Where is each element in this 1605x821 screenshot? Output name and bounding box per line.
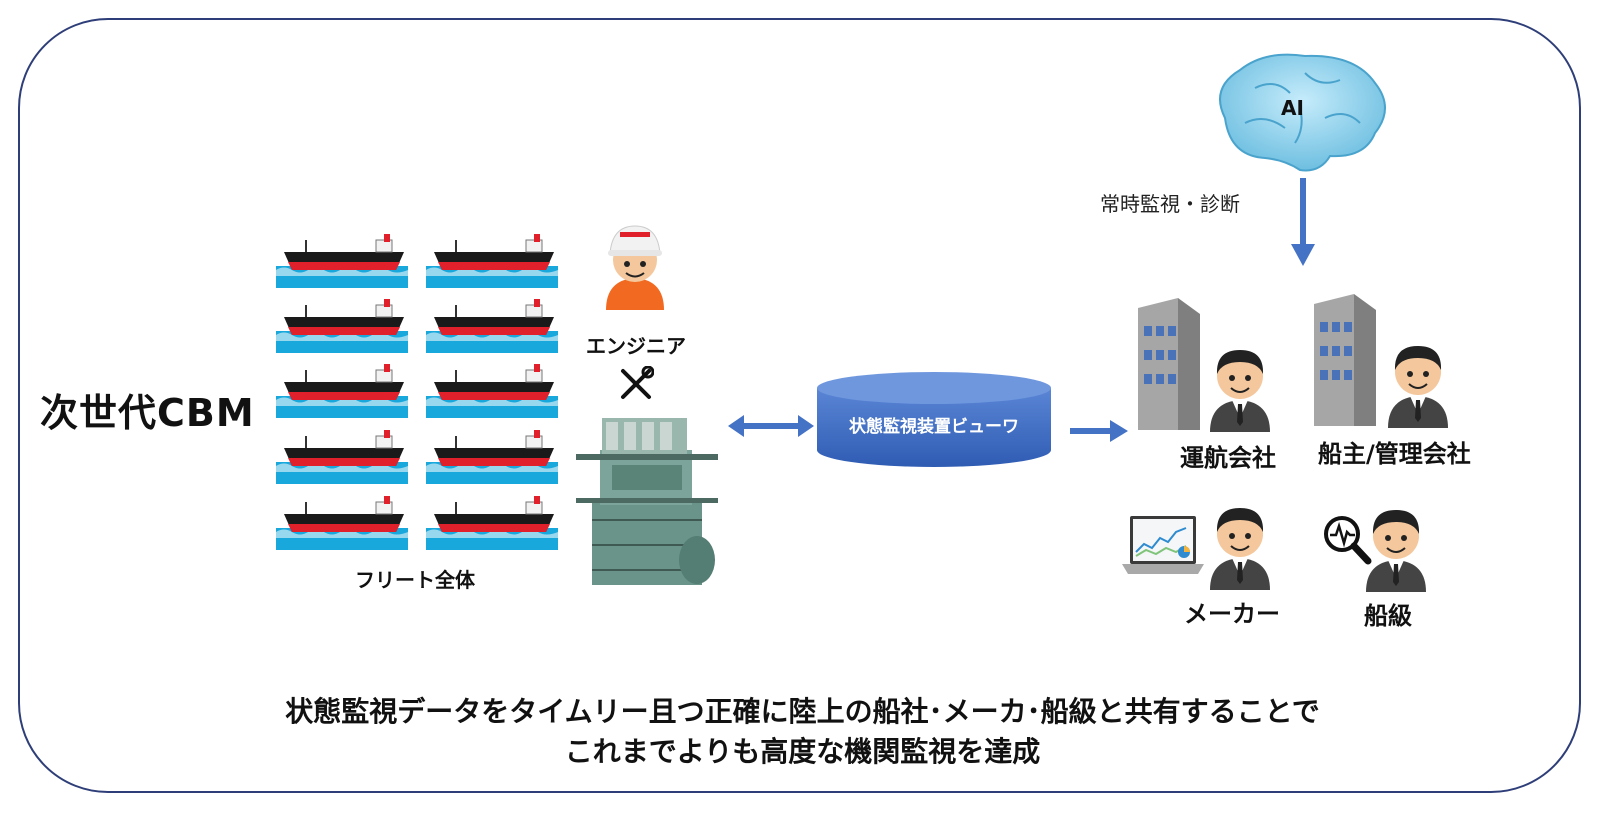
ship-icon — [276, 362, 408, 418]
page-title: 次世代CBM — [40, 391, 255, 435]
ship-icon — [276, 232, 408, 288]
operator-label: 運航会社 — [1180, 444, 1276, 472]
tools-icon — [618, 366, 654, 402]
engineer-label: エンジニア — [586, 334, 686, 358]
right-arrow-icon — [1070, 418, 1128, 444]
operator-building-icon — [1138, 296, 1202, 430]
ship-icon — [276, 297, 408, 353]
double-arrow-icon — [728, 412, 814, 440]
owner-businessman-icon — [1384, 336, 1452, 428]
fleet-grid — [276, 232, 571, 552]
brain-icon — [1205, 48, 1395, 178]
ship-icon — [426, 232, 558, 288]
class-businessman-icon — [1362, 500, 1430, 592]
magnifier-waveform-icon — [1322, 514, 1372, 566]
monitor-label: 常時監視・診断 — [1100, 192, 1240, 216]
ship-icon — [426, 428, 558, 484]
owner-label: 船主/管理会社 — [1318, 440, 1471, 468]
owner-building-icon — [1314, 292, 1378, 426]
ship-icon — [426, 362, 558, 418]
class-label: 船級 — [1364, 602, 1412, 630]
ship-icon — [276, 428, 408, 484]
viewer-label: 状態監視装置ビューワ — [849, 417, 1019, 437]
ship-icon — [426, 494, 558, 550]
bottom-text-line1: 状態監視データをタイムリー且つ正確に陸上の船社･メーカ･船級と共有することで — [285, 695, 1320, 728]
ship-icon — [426, 297, 558, 353]
maker-label: メーカー — [1184, 600, 1280, 628]
operator-businessman-icon — [1206, 340, 1274, 432]
ai-label: AI — [1281, 96, 1304, 120]
fleet-label: フリート全体 — [355, 568, 475, 592]
maker-businessman-icon — [1206, 498, 1274, 590]
down-arrow-icon — [1289, 178, 1317, 266]
bottom-text-line2: これまでよりも高度な機関監視を達成 — [564, 735, 1041, 768]
ship-icon — [276, 494, 408, 550]
engine-icon — [572, 410, 722, 588]
engineer-icon — [600, 218, 670, 310]
diagram-frame — [18, 18, 1581, 793]
laptop-chart-icon — [1122, 514, 1204, 576]
viewer-database — [815, 370, 1053, 470]
